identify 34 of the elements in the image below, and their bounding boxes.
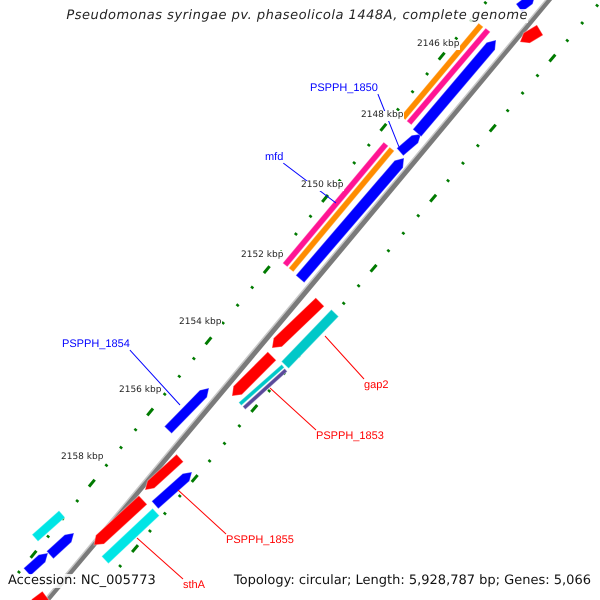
- scale-label: 2152 kbp: [240, 251, 284, 261]
- gene-label: PSPPH_1853: [316, 430, 384, 442]
- scale-label: 2150 kbp: [300, 181, 344, 191]
- gene-block: [396, 133, 422, 156]
- gene-block: [519, 24, 544, 44]
- gene-block: [29, 590, 50, 600]
- scale-label: 2146 kbp: [416, 40, 460, 50]
- leader-line: [136, 538, 184, 580]
- gene-block: [164, 387, 210, 434]
- gene-label: PSPPH_1850: [310, 82, 378, 94]
- gene-label: mfd: [265, 151, 284, 164]
- leader-line: [129, 350, 180, 406]
- gene-label: PSPPH_1854: [62, 338, 130, 350]
- gene-label: sthA: [183, 579, 206, 592]
- gene-block: [412, 39, 497, 138]
- gene-block: [282, 141, 405, 284]
- leader-line: [270, 388, 316, 430]
- gene-label: PSPPH_1855: [226, 534, 294, 546]
- gene-block: [93, 494, 160, 564]
- leader-line: [178, 490, 226, 534]
- gene-block: [271, 297, 340, 370]
- scale-label: 2148 kbp: [360, 111, 404, 121]
- title: Pseudomonas syringae pv. phaseolicola 1448A, complete genome: [66, 9, 528, 24]
- gene-block: [231, 351, 288, 410]
- accession-text: Accession: NC_005773: [8, 574, 156, 588]
- scale-label: 2156 kbp: [118, 386, 162, 396]
- gene-label: gap2: [364, 379, 388, 392]
- scale-label: 2158 kbp: [60, 453, 104, 463]
- genome-info-text: Topology: circular; Length: 5,928,787 bp; Genes: 5,066: [234, 574, 591, 588]
- gene-block: [46, 532, 75, 560]
- gene-block: [31, 510, 66, 542]
- scale-label: 2154 kbp: [178, 318, 222, 328]
- gene-block: [144, 454, 193, 510]
- leader-line: [324, 336, 364, 380]
